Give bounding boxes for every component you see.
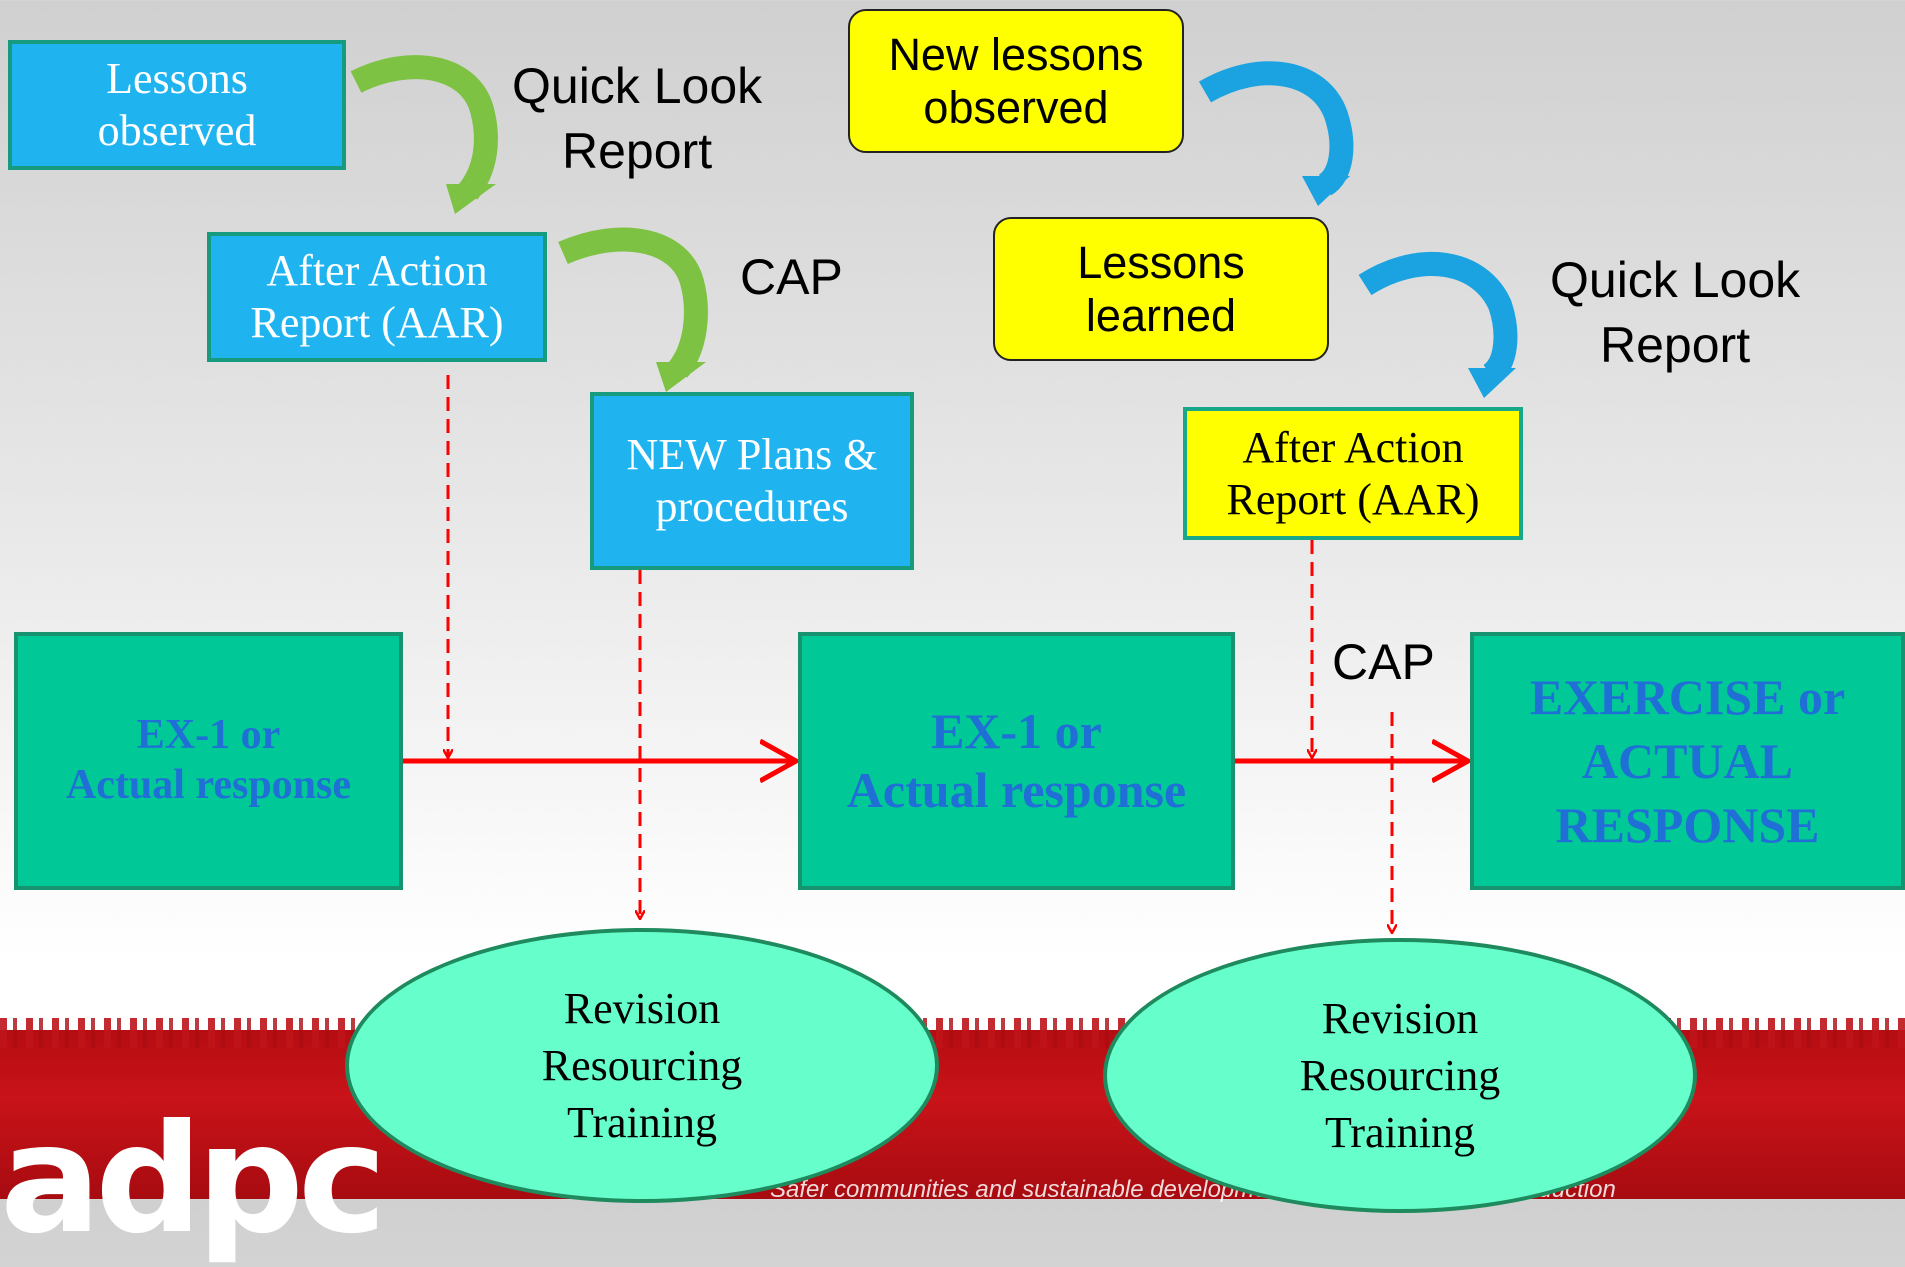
ellipse-line: Training <box>1325 1108 1475 1158</box>
new-plans-procedures-box: NEW Plans &procedures <box>590 392 914 570</box>
box-line: Report (AAR) <box>250 298 504 347</box>
ellipse-line: Resourcing <box>541 1040 743 1090</box>
box-line: Actual response <box>65 762 352 808</box>
box-line: EX-1 or <box>931 703 1102 759</box>
label-line: Report <box>1600 317 1751 373</box>
box-line: Report (AAR) <box>1226 474 1480 524</box>
curved-arrow-blue-2-head <box>1468 368 1516 398</box>
cap-label-left: CAP <box>740 249 843 305</box>
ellipse-line: Resourcing <box>1299 1050 1501 1100</box>
connector-arrows <box>350 55 1518 1199</box>
box-line: Lessons <box>1077 236 1245 288</box>
box-line: observed <box>923 82 1109 133</box>
label-line: Quick Look <box>512 58 763 114</box>
curved-arrow-green-2 <box>558 227 708 378</box>
box-line: EXERCISE or <box>1529 669 1846 725</box>
box-line: Lessons <box>106 54 248 104</box>
exercise-actual-response-box: EXERCISE or ACTUAL RESPONSE <box>1470 632 1905 890</box>
box-line: ACTUAL <box>1581 733 1794 789</box>
box-line: NEW Plans & <box>626 430 878 480</box>
ellipse-line: Revision <box>563 983 721 1033</box>
curved-arrow-green-1-head <box>446 184 496 214</box>
label-line: Report <box>562 123 713 179</box>
box-line: After Action <box>1242 422 1464 472</box>
box-line: learned <box>1085 290 1237 341</box>
cap-label-right: CAP <box>1332 634 1435 690</box>
curved-arrow-blue-2 <box>1358 252 1518 386</box>
box-line: observed <box>97 106 257 155</box>
box-line: Actual response <box>846 762 1187 818</box>
ellipse-line: Training <box>567 1098 717 1148</box>
curved-arrow-blue-1 <box>1198 61 1354 196</box>
label-line: Quick Look <box>1550 252 1801 308</box>
box-line: After Action <box>266 246 488 296</box>
curved-arrow-blue-1-head <box>1302 176 1350 206</box>
box-line: New lessons <box>888 28 1144 80</box>
curved-arrow-green-1 <box>350 55 498 200</box>
box-line: procedures <box>655 482 849 531</box>
box-line: EX-1 or <box>136 712 281 759</box>
curved-arrow-green-2-head <box>656 362 706 392</box>
ellipse-line: Revision <box>1321 993 1479 1043</box>
box-line: RESPONSE <box>1555 797 1820 853</box>
